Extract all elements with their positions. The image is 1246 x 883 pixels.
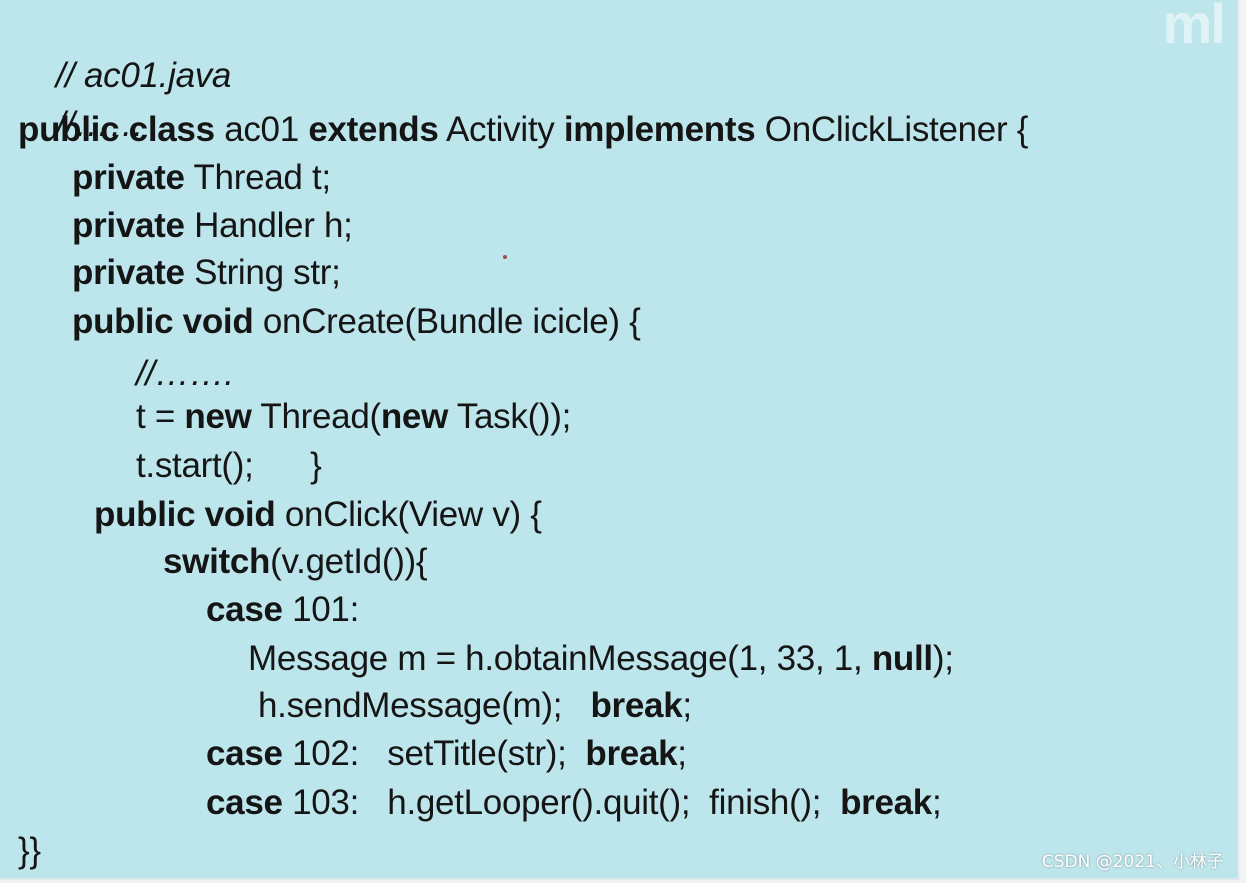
keyword: private xyxy=(72,253,185,292)
keyword: public void xyxy=(94,495,276,534)
code-line-4: private Thread t; xyxy=(72,158,331,198)
keyword: break xyxy=(590,686,683,725)
code-line-8: //……. xyxy=(136,354,234,394)
keyword: new xyxy=(380,397,449,436)
code-text: t.start(); } xyxy=(136,446,322,485)
code-line-7: public void onCreate(Bundle icicle) { xyxy=(72,302,641,342)
comment-text: //…… xyxy=(55,105,145,144)
code-line-2: //…… xyxy=(18,65,145,185)
code-text: ; xyxy=(931,783,942,822)
code-line-1: // ac01.java xyxy=(18,16,232,136)
keyword: break xyxy=(840,783,932,822)
comment-text: // ac01.java xyxy=(55,56,232,95)
code-line-11: public void onClick(View v) { xyxy=(94,495,542,535)
code-line-13: case 101: xyxy=(206,590,359,630)
code-line-16: case 102: setTitle(str); break; xyxy=(206,734,687,774)
code-text: ); xyxy=(932,639,954,678)
watermark: CSDN @2021、小林子 xyxy=(1041,852,1224,872)
keyword: public void xyxy=(72,302,254,341)
code-text: }} xyxy=(18,831,41,870)
keyword: case xyxy=(206,590,283,629)
code-text: ac01 xyxy=(214,110,309,149)
code-line-17: case 103: h.getLooper().quit(); finish()… xyxy=(206,783,942,823)
keyword: break xyxy=(585,734,678,773)
keyword: switch xyxy=(163,542,271,581)
code-text: Thread( xyxy=(251,397,381,436)
code-line-14: Message m = h.obtainMessage(1, 33, 1, nu… xyxy=(248,639,954,679)
logo-mark: ml xyxy=(1162,0,1226,55)
code-text: onCreate(Bundle icicle) { xyxy=(253,302,641,341)
code-line-12: switch(v.getId()){ xyxy=(163,542,428,582)
code-text: Handler h; xyxy=(184,206,353,245)
keyword: public class xyxy=(18,110,215,149)
code-line-10: t.start(); } xyxy=(136,446,322,486)
keyword: case xyxy=(206,783,283,822)
code-text: ; xyxy=(677,734,687,773)
code-text: Message m = h.obtainMessage(1, 33, 1, xyxy=(248,639,872,678)
code-text: String str; xyxy=(184,253,341,292)
code-line-5: private Handler h; xyxy=(72,206,353,246)
code-line-9: t = new Thread(new Task()); xyxy=(136,397,571,437)
keyword: case xyxy=(206,734,283,773)
code-line-18: }} xyxy=(18,831,41,871)
code-text: 102: setTitle(str); xyxy=(282,734,586,773)
code-text: 103: h.getLooper().quit(); finish(); xyxy=(282,783,841,822)
keyword: private xyxy=(72,206,185,245)
code-text: t = xyxy=(136,397,185,436)
code-text: (v.getId()){ xyxy=(270,542,428,581)
keyword: new xyxy=(184,397,252,436)
code-text: Activity xyxy=(438,110,564,149)
keyword: private xyxy=(72,158,185,197)
code-text: ; xyxy=(682,686,692,725)
code-line-15: h.sendMessage(m); break; xyxy=(258,686,692,726)
code-text: 101: xyxy=(282,590,360,629)
keyword: null xyxy=(871,639,933,678)
code-text: Task()); xyxy=(448,397,572,436)
code-line-3: public class ac01 extends Activity imple… xyxy=(18,110,1028,150)
keyword: implements xyxy=(563,110,756,149)
cursor-dot xyxy=(503,255,507,259)
code-text: onClick(View v) { xyxy=(275,495,542,534)
code-text: h.sendMessage(m); xyxy=(258,686,591,725)
code-text: Thread t; xyxy=(184,158,331,197)
code-line-6: private String str; xyxy=(72,253,341,293)
keyword: extends xyxy=(308,110,439,149)
comment-text: //……. xyxy=(136,354,234,393)
code-text: OnClickListener { xyxy=(755,110,1029,149)
